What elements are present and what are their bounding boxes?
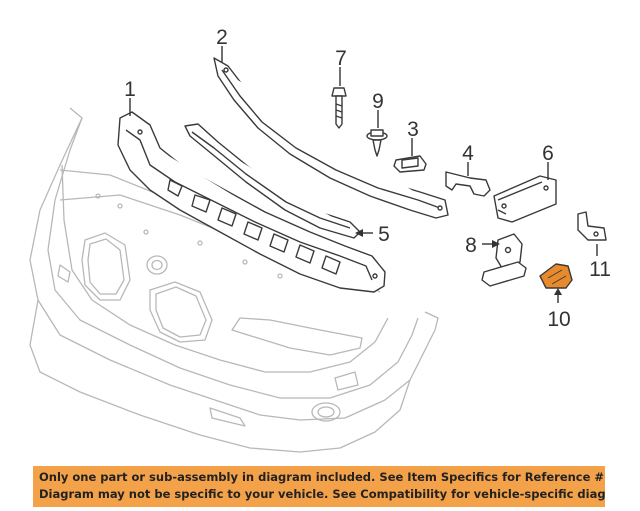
part-2-reinforcement-bar	[213, 57, 449, 219]
leader-lines	[129, 46, 598, 303]
callout-6: 6	[542, 142, 554, 165]
part-1-energy-absorber	[117, 111, 386, 293]
callout-5: 5	[378, 223, 390, 246]
part-3-clip	[393, 155, 427, 173]
callout-3: 3	[407, 118, 419, 141]
part-10-highlighted	[539, 263, 573, 289]
part-7-bolt	[331, 87, 347, 129]
disclaimer-line-2: Diagram may not be specific to your vehi…	[39, 487, 605, 501]
disclaimer-banner: Only one part or sub-assembly in diagram…	[33, 466, 605, 507]
callout-11: 11	[589, 258, 611, 281]
part-9-screw	[366, 129, 388, 157]
part-6-bracket	[493, 175, 557, 223]
callout-4: 4	[462, 142, 474, 165]
callout-10: 10	[547, 308, 570, 331]
callout-8: 8	[465, 234, 477, 257]
callout-1: 1	[124, 78, 136, 101]
callout-7: 7	[335, 47, 347, 70]
part-4-guide	[445, 171, 491, 197]
callout-9: 9	[372, 90, 384, 113]
part-11-bracket	[577, 211, 607, 241]
disclaimer-line-1: Only one part or sub-assembly in diagram…	[39, 470, 605, 484]
callout-2: 2	[216, 26, 228, 49]
part-8-bracket	[481, 233, 527, 287]
